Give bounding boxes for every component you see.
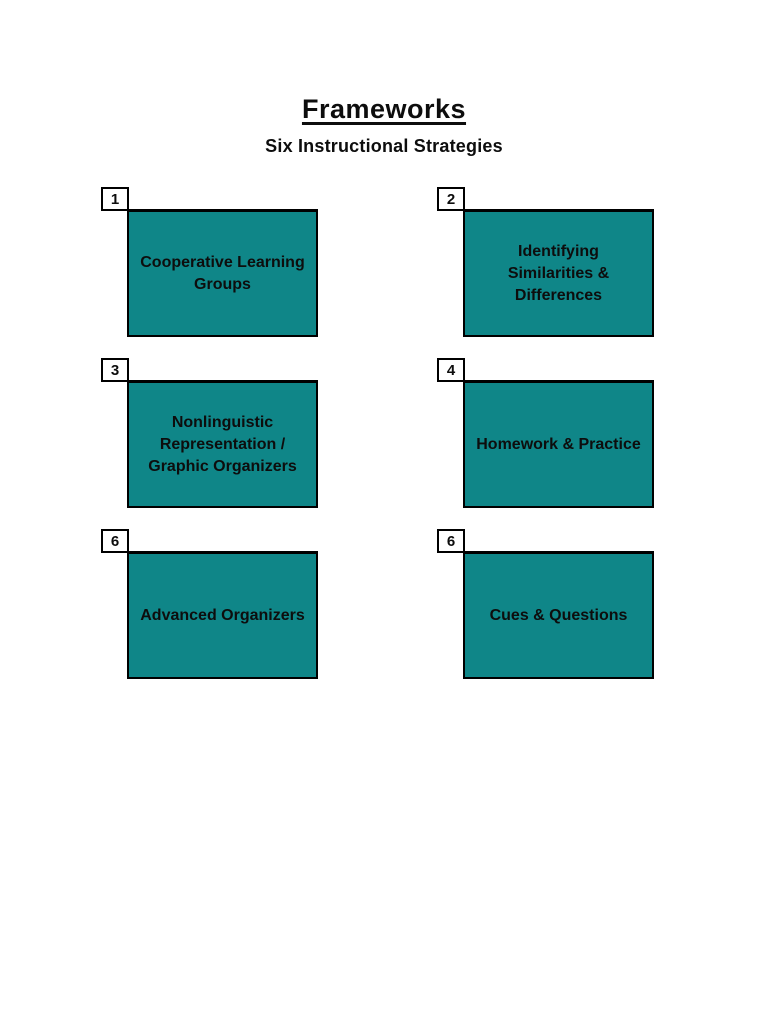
strategy-cell: 3 Nonlinguistic Representation / Graphic… (101, 358, 318, 508)
strategy-cell: 4 Homework & Practice (437, 358, 654, 508)
strategy-box-label: Cooperative Learning Groups (140, 253, 305, 293)
strategy-box-label: Identifying Similarities & Differences (507, 242, 610, 304)
strategy-number-badge: 4 (437, 358, 465, 382)
strategy-box: Advanced Organizers (127, 551, 318, 679)
strategy-box-label: Advanced Organizers (140, 606, 305, 624)
strategy-box-label: Nonlinguistic Representation / Graphic O… (148, 413, 297, 475)
page-subtitle: Six Instructional Strategies (265, 136, 503, 156)
page-title-text: Frameworks (301, 94, 467, 124)
strategy-number-badge: 6 (101, 529, 129, 553)
strategy-box-label: Cues & Questions (489, 606, 628, 624)
strategy-number-badge: 3 (101, 358, 129, 382)
strategy-number-badge: 2 (437, 187, 465, 211)
strategy-box: Cooperative Learning Groups (127, 209, 318, 337)
page-title: Frameworks (0, 94, 768, 125)
strategy-box-label: Homework & Practice (476, 435, 641, 453)
strategy-cell: 1 Cooperative Learning Groups (101, 187, 318, 337)
strategy-number-badge: 1 (101, 187, 129, 211)
strategy-number-badge: 6 (437, 529, 465, 553)
strategy-cell: 6 Advanced Organizers (101, 529, 318, 679)
strategy-box: Nonlinguistic Representation / Graphic O… (127, 380, 318, 508)
strategy-box: Cues & Questions (463, 551, 654, 679)
strategy-cell: 2 Identifying Similarities & Differences (437, 187, 654, 337)
strategy-grid: 1 Cooperative Learning Groups 2 Identify… (101, 187, 654, 679)
strategy-cell: 6 Cues & Questions (437, 529, 654, 679)
strategy-box: Identifying Similarities & Differences (463, 209, 654, 337)
strategy-box: Homework & Practice (463, 380, 654, 508)
